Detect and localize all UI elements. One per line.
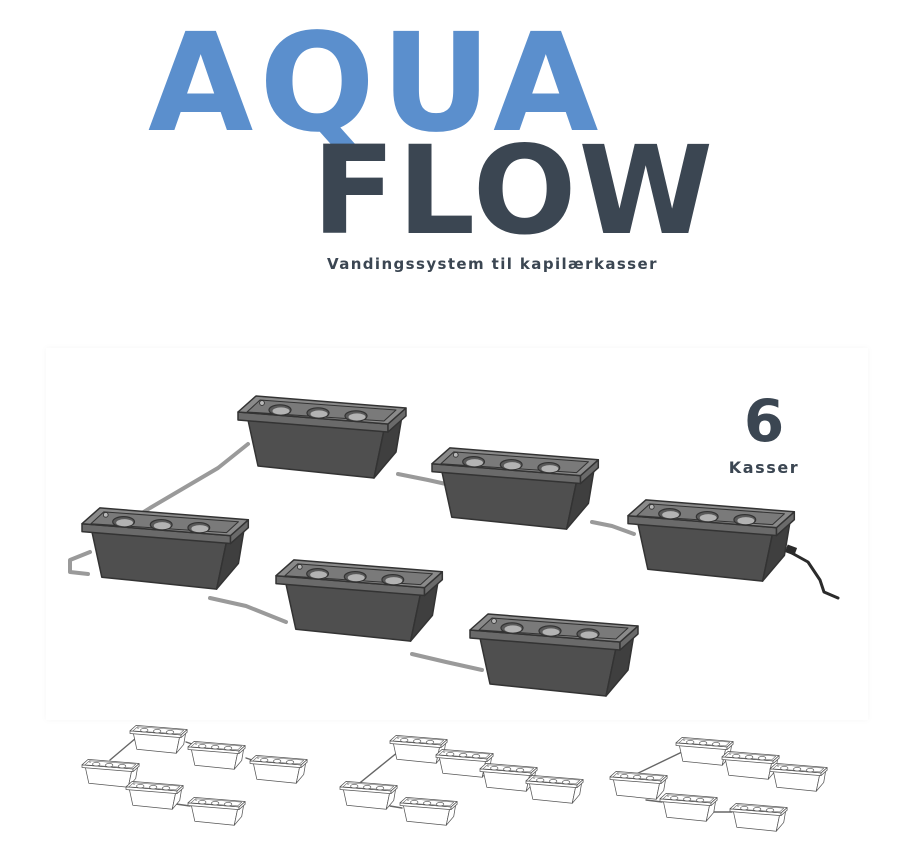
box-count-number: 6 — [743, 387, 785, 455]
planter-box — [275, 559, 444, 642]
planter-box — [431, 447, 600, 530]
planter-box-outline — [249, 755, 308, 784]
planter-box-outline — [129, 725, 188, 754]
hose — [410, 652, 484, 672]
planter-box-outline — [609, 771, 668, 800]
planter-box-outline — [187, 741, 246, 770]
planter-box-outline — [81, 759, 140, 788]
planter-box — [627, 499, 796, 582]
planter-box-outline — [125, 781, 184, 810]
hose — [389, 805, 403, 809]
box-count-label: Kasser — [728, 458, 800, 477]
planter-box-outline — [187, 797, 246, 826]
hose — [109, 737, 137, 761]
hose — [396, 472, 448, 486]
cable-plug — [784, 544, 798, 556]
planter-box-outline — [675, 737, 734, 766]
planter-box-outline — [525, 775, 584, 804]
planter-box-outline — [659, 793, 718, 822]
box-count: 6 Kasser — [722, 392, 806, 477]
logo-flow: FLOW — [312, 120, 716, 262]
planter-box-outline — [721, 751, 780, 780]
hose — [645, 799, 663, 803]
planter-box — [81, 507, 250, 590]
planter-box — [237, 395, 407, 479]
planter-box-outline — [339, 781, 398, 810]
power-cable — [788, 550, 840, 600]
hose — [126, 442, 250, 524]
hose — [355, 751, 399, 787]
planter-box-outline — [389, 735, 448, 764]
planter-box-outline — [729, 803, 788, 832]
logo-aqua: AQUA — [148, 5, 605, 163]
planter-box-outline — [769, 763, 828, 792]
hose — [208, 596, 288, 624]
planter-box — [469, 613, 639, 697]
tagline: Vandingssystem til kapilærkasser — [327, 255, 658, 273]
hose — [68, 550, 92, 576]
planter-box-outline — [399, 797, 458, 826]
hose — [185, 741, 193, 745]
hose — [590, 520, 636, 536]
planter-box-outline — [479, 763, 538, 792]
